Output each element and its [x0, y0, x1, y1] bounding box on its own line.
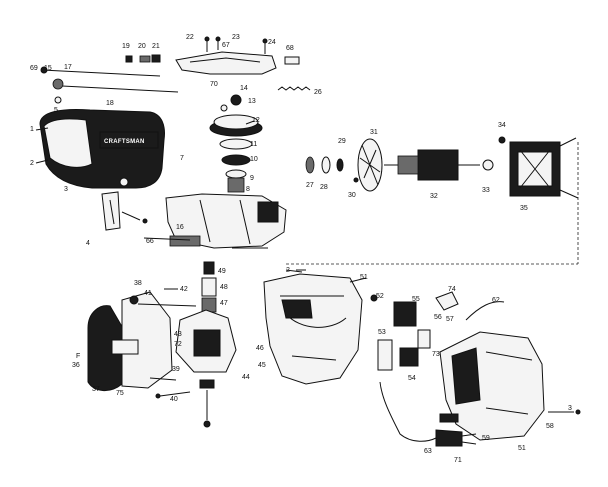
label-part-43: 43 [174, 331, 182, 338]
label-part-56: 56 [434, 314, 442, 321]
blade-clamp [101, 191, 121, 231]
label-part-37: 37 [92, 386, 100, 393]
label-part-16: 16 [176, 224, 184, 231]
leader-lines [35, 120, 367, 290]
armature-assembly [305, 136, 506, 192]
label-part-29: 29 [338, 138, 346, 145]
label-part-3-right: 3 [568, 405, 572, 412]
label-part-41: 41 [144, 290, 152, 297]
label-part-14: 14 [240, 85, 248, 92]
label-part-12: 12 [252, 117, 260, 124]
label-part-22: 22 [186, 34, 194, 41]
nose-assembly [87, 291, 197, 391]
label-part-54: 54 [408, 375, 416, 382]
label-part-33: 33 [482, 187, 490, 194]
part-labels: 1 2 3 4 5 7 8 9 10 11 12 13 14 15 16 17 … [30, 34, 572, 464]
power-cord [379, 381, 477, 447]
label-part-26: 26 [314, 89, 322, 96]
label-part-36: 36 [72, 362, 80, 369]
label-part-17: 17 [64, 64, 72, 71]
label-part-9: 9 [250, 175, 254, 182]
label-part-69: 69 [30, 65, 38, 72]
label-part-10: 10 [250, 156, 258, 163]
label-part-19: 19 [122, 43, 130, 50]
label-part-51-top: 51 [360, 274, 368, 281]
label-part-11: 11 [250, 141, 257, 148]
label-part-1: 1 [30, 126, 34, 133]
rod-assembly [40, 66, 179, 104]
label-part-67: 67 [222, 42, 230, 49]
label-part-42: 42 [180, 286, 188, 293]
motor-housing: CRAFTSMAN [39, 109, 165, 189]
label-part-47: 47 [220, 300, 228, 307]
label-part-27: 27 [306, 182, 314, 189]
label-part-4: 4 [86, 240, 90, 247]
label-part-53: 53 [378, 329, 386, 336]
label-part-52: 52 [376, 293, 384, 300]
spring-part [277, 86, 311, 91]
label-part-18: 18 [106, 100, 114, 107]
label-part-20: 20 [138, 43, 146, 50]
label-part-48: 48 [220, 284, 228, 291]
switch-assembly [370, 291, 505, 371]
label-part-21: 21 [152, 43, 160, 50]
label-part-15: 15 [44, 65, 52, 72]
left-housing-half [263, 273, 363, 385]
label-part-F: F [76, 353, 80, 360]
label-part-8: 8 [246, 186, 250, 193]
stator-field [509, 137, 579, 199]
label-part-68: 68 [286, 45, 294, 52]
vertical-shaft [199, 261, 217, 428]
label-part-55: 55 [412, 296, 420, 303]
label-part-28: 28 [320, 184, 328, 191]
label-part-45: 45 [258, 362, 266, 369]
label-part-74: 74 [448, 286, 456, 293]
label-part-51-bottom: 51 [518, 445, 526, 452]
label-part-66: 66 [146, 238, 154, 245]
armature [417, 149, 459, 181]
label-part-38: 38 [134, 280, 142, 287]
label-part-2: 2 [30, 160, 34, 167]
gear-case [165, 193, 287, 249]
label-part-3: 3 [64, 186, 68, 193]
brand-label: CRAFTSMAN [104, 139, 145, 145]
label-part-63: 63 [424, 448, 432, 455]
label-part-49: 49 [218, 268, 226, 275]
label-part-5: 5 [54, 107, 58, 114]
label-part-13: 13 [248, 98, 256, 105]
label-part-58: 58 [546, 423, 554, 430]
label-part-75: 75 [116, 390, 124, 397]
label-part-32: 32 [430, 193, 438, 200]
label-part-72: 72 [174, 341, 182, 348]
label-part-7: 7 [180, 155, 184, 162]
label-part-59: 59 [482, 435, 490, 442]
label-part-2-lower: 2 [286, 267, 290, 274]
label-part-35: 35 [520, 205, 528, 212]
label-part-30: 30 [348, 192, 356, 199]
label-part-24: 24 [268, 39, 276, 46]
label-part-46: 46 [256, 345, 264, 352]
label-part-57: 57 [446, 316, 454, 323]
label-part-31: 31 [370, 129, 378, 136]
top-screws-group [125, 36, 300, 65]
gear-cover [175, 51, 277, 75]
label-part-23: 23 [232, 34, 240, 41]
label-part-62: 62 [492, 297, 500, 304]
gear-stack [209, 94, 263, 193]
label-part-44: 44 [242, 374, 250, 381]
label-part-34: 34 [498, 122, 506, 129]
label-part-73: 73 [432, 351, 440, 358]
label-part-71: 71 [454, 457, 462, 464]
label-part-39: 39 [172, 366, 180, 373]
label-part-70: 70 [210, 81, 218, 88]
label-part-40: 40 [170, 396, 178, 403]
